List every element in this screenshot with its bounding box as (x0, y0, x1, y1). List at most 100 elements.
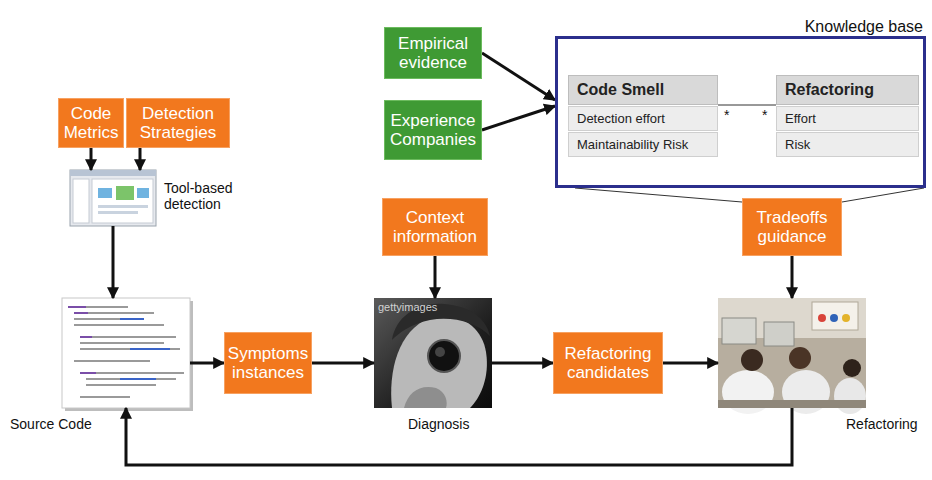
screenshot-frame (70, 170, 156, 226)
person-head (741, 349, 763, 371)
code-line (74, 324, 164, 326)
arrow (139, 148, 142, 170)
knowledge-base-frame: Knowledge baseCode SmellDetection effort… (555, 36, 926, 188)
code-string (130, 348, 170, 350)
screenshot-panel (73, 179, 89, 223)
arrow (90, 148, 93, 170)
person-head (789, 347, 811, 369)
code-keyword (74, 312, 88, 314)
screenshot-titlebar (70, 170, 156, 176)
process-box: Detection Strategies (126, 98, 230, 148)
person-head (843, 359, 861, 377)
process-box: Symptoms instances (224, 332, 312, 394)
box-label: Refactoring candidates (560, 344, 656, 382)
code-keyword (68, 306, 86, 308)
poster-logo (830, 314, 838, 322)
code-line (74, 318, 144, 320)
connector-line (575, 188, 742, 202)
code-line (80, 396, 130, 398)
screenshot-block (137, 188, 149, 198)
poster-logo (842, 314, 850, 322)
code-line (80, 342, 164, 344)
arrow (482, 53, 555, 100)
loupe-glint (435, 347, 445, 357)
image-caption: Diagnosis (408, 416, 469, 432)
box-label: Empirical evidence (391, 34, 475, 72)
refactoring-photo (718, 298, 866, 414)
loupe (428, 340, 460, 372)
code-keywords (68, 306, 96, 374)
code-string (120, 378, 156, 380)
photo-node: Refactoring (718, 298, 866, 408)
process-box: Code Metrics (58, 98, 124, 148)
process-box: Tradeoffs guidance (742, 198, 842, 256)
code-line (74, 312, 154, 314)
table-header: Refactoring (776, 75, 919, 105)
code-line (74, 360, 150, 362)
table-row: Maintainability Risk (568, 132, 718, 157)
table-row: Effort (776, 106, 919, 131)
process-box: Context information (382, 198, 488, 256)
tool-screenshot (70, 170, 156, 226)
code-keyword (80, 372, 96, 374)
screenshot-panel (92, 179, 153, 223)
code-line (80, 372, 184, 374)
code-line (80, 336, 176, 338)
hand (404, 387, 447, 408)
connector-line (718, 105, 776, 106)
table-row: Detection effort (568, 106, 718, 131)
code-keyword (80, 336, 92, 338)
arrow (312, 362, 374, 365)
arrow (492, 362, 553, 365)
code-strings (120, 318, 170, 380)
poster (812, 302, 858, 330)
box-label: Experience Companies (390, 111, 476, 149)
source-box: Experience Companies (384, 100, 482, 160)
arrow (126, 408, 792, 465)
monitor (722, 318, 756, 344)
person-shirt (834, 378, 866, 414)
arrow (112, 226, 115, 298)
code-string (120, 318, 144, 320)
arrow (663, 362, 718, 365)
box-label: Code Metrics (64, 104, 119, 142)
multiplicity-label: * (724, 107, 729, 123)
code-line (80, 348, 180, 350)
table-header: Code Smell (568, 75, 718, 105)
source-box: Empirical evidence (384, 27, 482, 79)
photo-ground (374, 298, 492, 408)
class-table: RefactoringEffortRisk (776, 75, 919, 158)
process-box: Refactoring candidates (553, 332, 663, 394)
box-label: Symptoms instances (228, 344, 308, 382)
source-code-node: Source Code (62, 298, 190, 408)
image-caption: Source Code (10, 416, 92, 432)
face (391, 316, 487, 408)
multiplicity-label: * (762, 107, 767, 123)
box-label: Context information (389, 208, 481, 246)
arrow (482, 106, 555, 130)
page (62, 298, 190, 408)
box-label: Detection Strategies (133, 104, 223, 142)
monitor (764, 322, 794, 346)
arrow (190, 362, 224, 365)
table-row: Risk (776, 132, 919, 157)
source-code-page (62, 298, 193, 411)
arrow (791, 256, 794, 298)
screenshot-block (98, 188, 112, 198)
image-caption: Refactoring (846, 416, 918, 432)
screenshot-block (116, 186, 134, 200)
code-line (86, 384, 156, 386)
zoom-line (842, 188, 924, 202)
diagnosis-photo (374, 298, 492, 408)
watermark: gettyimages (378, 301, 437, 313)
frame-title: Knowledge base (805, 18, 923, 36)
code-line (86, 378, 176, 380)
arrow (434, 256, 437, 298)
box-label: Tradeoffs guidance (749, 208, 835, 246)
code-lines (68, 306, 184, 398)
poster-logo (818, 314, 826, 322)
screenshot-line (98, 205, 148, 208)
screenshot-line (98, 211, 138, 214)
class-table: Code SmellDetection effortMaintainabilit… (568, 75, 718, 158)
